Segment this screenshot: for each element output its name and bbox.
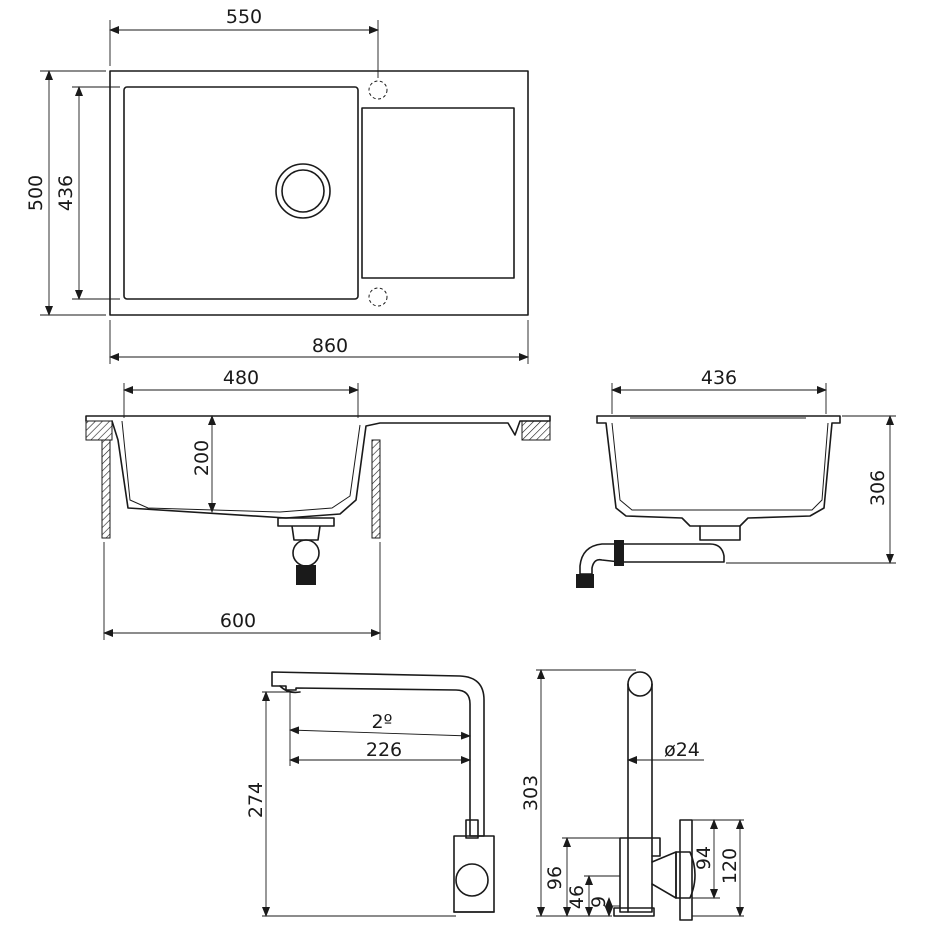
sink-top-view: 550 500 436 860 [25, 6, 529, 364]
dim-label-860: 860 [312, 335, 348, 357]
dim-label-226: 226 [366, 739, 402, 761]
faucet-aerator [279, 685, 301, 694]
dim-label-94: 94 [693, 846, 715, 870]
drain-trap [292, 539, 320, 567]
dim-label-550: 550 [226, 6, 262, 28]
dim-label-306: 306 [867, 470, 889, 506]
tap-hole-top [368, 80, 388, 100]
faucet-spout [271, 671, 485, 837]
countertop-right [521, 420, 551, 441]
faucet-side-body [619, 837, 661, 913]
sink-front-section: 480 200 600 [85, 367, 551, 640]
sink-side-section: 436 306 [576, 367, 896, 588]
drain-assembly [277, 517, 335, 541]
faucet-side-head [627, 671, 653, 697]
cabinet-wall-left [101, 439, 111, 539]
side-profile-inner [611, 422, 829, 511]
faucet-side-view: 303 ø24 96 46 9 94 120 [520, 669, 744, 921]
faucet-side-base [613, 907, 655, 917]
sink-profile-inner [121, 420, 361, 513]
bowl-outline [123, 86, 359, 300]
faucet-side-cartridge [675, 851, 696, 899]
side-drain [699, 525, 741, 541]
dim-label-angle: 2º [371, 711, 392, 733]
drain-hole-inner [281, 169, 325, 213]
side-pipe-thread [576, 574, 594, 588]
dim-label-436-top: 436 [55, 175, 77, 211]
dim-label-diameter: ø24 [664, 739, 700, 761]
faucet-body [453, 835, 495, 913]
faucet-side-column [627, 683, 653, 913]
side-pipe-nut [614, 540, 624, 566]
cabinet-wall-right [371, 439, 381, 539]
faucet-front-view: 274 226 2º [245, 671, 495, 917]
side-pipe [619, 543, 725, 563]
dim-label-46: 46 [566, 885, 588, 909]
dim-label-480: 480 [223, 367, 259, 389]
dim-label-120: 120 [719, 848, 741, 884]
faucet-side-lever [679, 819, 693, 921]
dim-label-600: 600 [220, 610, 256, 632]
faucet-handle [465, 819, 479, 839]
drainboard-outline [361, 107, 515, 279]
faucet-side-handle [651, 851, 677, 899]
dim-label-9: 9 [588, 896, 610, 908]
tap-hole-bottom [368, 287, 388, 307]
sink-profile-outer [85, 415, 551, 519]
faucet-lever [455, 863, 489, 897]
countertop-left [85, 420, 113, 441]
drain-hole-outer [275, 163, 331, 219]
sink-outline [109, 70, 529, 316]
dim-label-274: 274 [245, 782, 267, 818]
dim-label-200: 200 [191, 440, 213, 476]
dim-label-500: 500 [25, 175, 47, 211]
dim-label-303: 303 [520, 775, 542, 811]
dim-label-436-side: 436 [701, 367, 737, 389]
dim-label-96: 96 [544, 866, 566, 890]
